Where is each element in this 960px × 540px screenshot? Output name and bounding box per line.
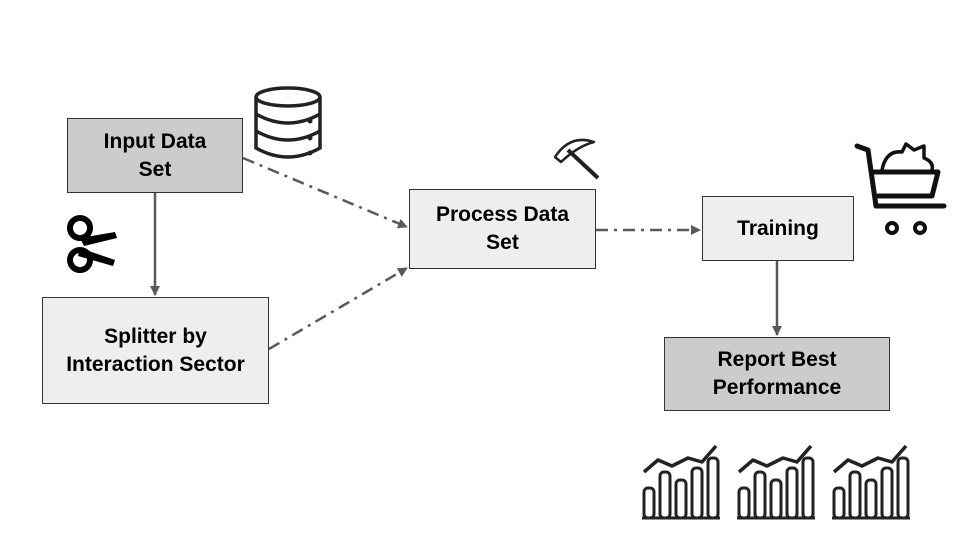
arrow-splitter-to-process xyxy=(268,266,408,351)
process-data-set-node: Process Data Set xyxy=(409,189,596,269)
database-icon xyxy=(254,86,322,159)
input-data-set-label: Input Data Set xyxy=(103,129,207,181)
scissors-icon xyxy=(67,215,117,273)
process-data-set-label: Process Data Set xyxy=(435,203,570,254)
shopping-cart-icon xyxy=(854,142,947,235)
pickaxe-icon xyxy=(553,138,600,180)
bar-chart-trend-icon xyxy=(737,444,815,520)
arrow-input-to-process xyxy=(242,156,408,229)
splitter-label: Splitter by Interaction Sector xyxy=(66,324,245,376)
splitter-node: Splitter by Interaction Sector xyxy=(42,297,269,404)
bar-chart-trend-icon-group xyxy=(642,444,910,520)
input-data-set-node: Input Data Set xyxy=(67,118,243,193)
report-best-performance-label: Report Best Performance xyxy=(712,348,842,399)
bar-chart-trend-icon xyxy=(642,444,720,520)
training-node: Training xyxy=(702,196,854,261)
training-label: Training xyxy=(737,216,819,240)
report-best-performance-node: Report Best Performance xyxy=(664,337,890,411)
bar-chart-trend-icon xyxy=(832,444,910,520)
